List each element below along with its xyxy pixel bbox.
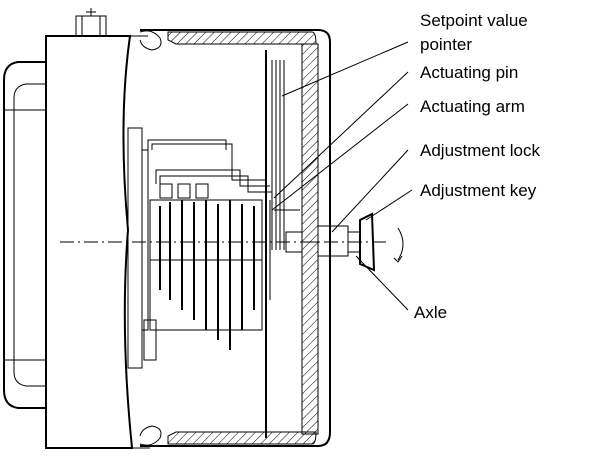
label-adjustment-key: Adjustment key <box>420 181 537 200</box>
label-setpoint-value-pointer-1: Setpoint value <box>420 11 528 30</box>
label-actuating-arm: Actuating arm <box>420 97 525 116</box>
label-adjustment-lock: Adjustment lock <box>420 141 540 160</box>
dial-plate <box>265 50 285 438</box>
leader-lines <box>271 41 413 311</box>
label-setpoint-value-pointer-2: pointer <box>420 35 472 54</box>
mounting-handle <box>3 61 46 409</box>
top-screw <box>75 8 107 37</box>
label-axle: Axle <box>414 303 447 322</box>
mechanism-assembly <box>127 127 300 369</box>
label-actuating-pin: Actuating pin <box>420 63 518 82</box>
